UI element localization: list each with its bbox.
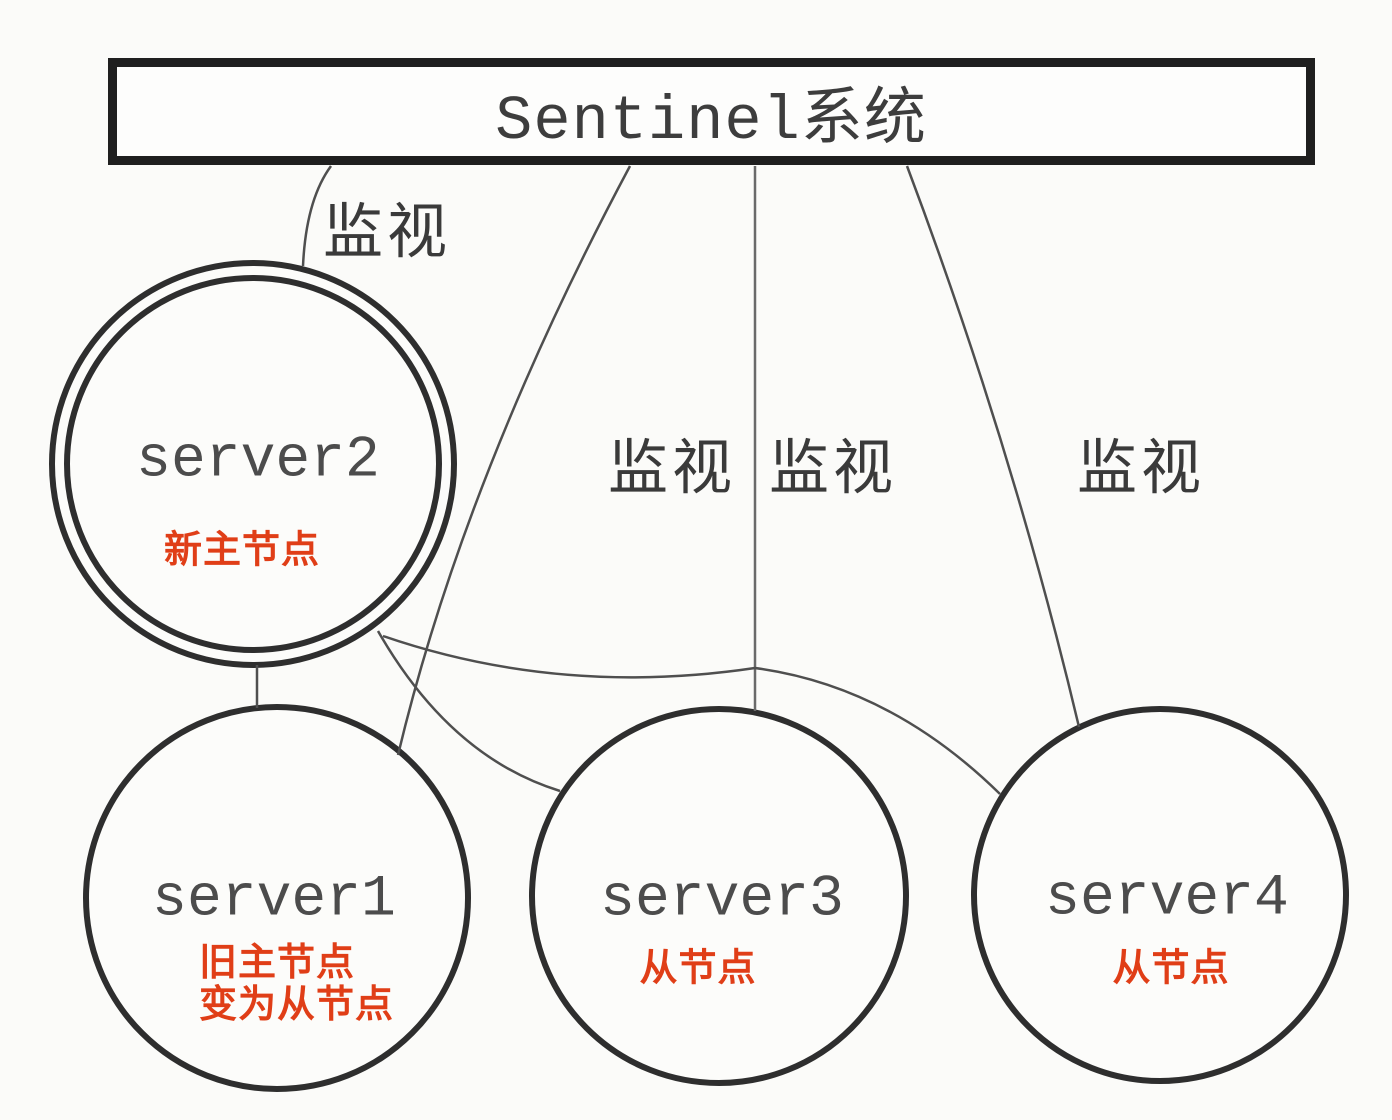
server2-name: server2	[136, 428, 380, 494]
server2-circle-inner	[64, 275, 442, 653]
server4-name: server4	[1045, 866, 1289, 932]
server4-role-slave: 从节点	[1112, 947, 1230, 990]
monitor-edge-server4	[905, 165, 1081, 728]
sentinel-system-box	[108, 58, 1315, 165]
monitor-label-server1: 监视	[608, 434, 736, 502]
server1-role-old-master: 旧主节点 变为从节点	[199, 942, 394, 1026]
server4-circle	[971, 706, 1349, 1084]
replication-edge-server2-server4	[382, 634, 1001, 795]
monitor-label-server2: 监视	[323, 198, 451, 266]
monitor-edge-server1	[396, 165, 632, 756]
replication-edge-server2-server3	[376, 630, 561, 793]
server3-circle	[529, 706, 909, 1086]
monitor-label-server3: 监视	[769, 434, 897, 502]
server1-circle	[83, 704, 471, 1092]
server1-role-line2: 变为从节点	[199, 984, 395, 1026]
server3-name: server3	[600, 867, 844, 933]
server3-role-slave: 从节点	[639, 947, 757, 990]
server1-role-line1: 旧主节点	[199, 942, 356, 984]
sentinel-system-title: Sentinel系统	[495, 85, 927, 157]
server2-role-new-master: 新主节点	[163, 529, 321, 572]
server1-name: server1	[152, 867, 396, 933]
monitor-label-server4: 监视	[1077, 434, 1205, 502]
monitor-edge-server2	[301, 165, 333, 267]
server2-circle-outer	[49, 260, 457, 668]
